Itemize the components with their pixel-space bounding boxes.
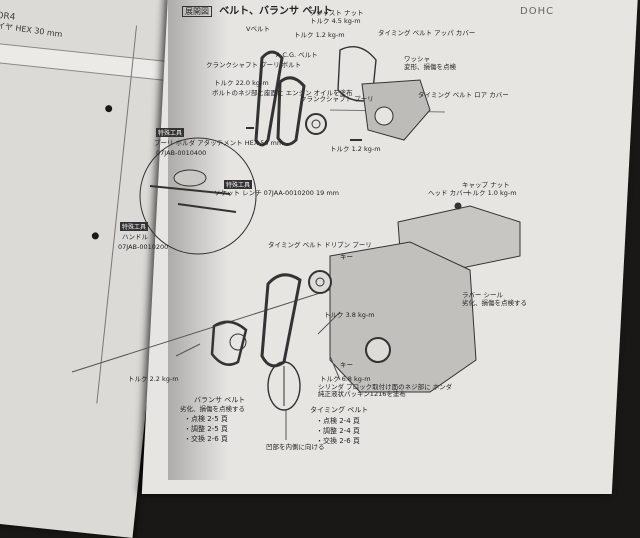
callout-torque-68: トルク 6.8 kg-m	[320, 375, 371, 383]
callout-adjust-nut: アジャスト ナット	[310, 9, 364, 17]
callout-balancer-sub: 劣化、損傷を点検する	[180, 405, 245, 413]
callout-rubber-seal: ラバー シール	[462, 291, 504, 299]
tool-tag: 特殊工具	[224, 180, 253, 189]
pulley-circle	[374, 106, 394, 126]
callout-cap-nut: キャップ ナット	[462, 181, 510, 189]
handle-tool	[149, 185, 231, 195]
callout-tool-code3: 07JAB-0010200	[118, 243, 169, 251]
callout-key: キー	[340, 253, 353, 261]
crank-pulley	[305, 113, 327, 135]
callout-adjust-torque: トルク 4.5 kg-m	[310, 17, 361, 25]
balancer-belt	[210, 320, 248, 366]
callout-torque-12a: トルク 1.2 kg-m	[294, 31, 345, 39]
callout-torque-12b: トルク 1.2 kg-m	[330, 145, 381, 153]
callout-tbelt-upper-cover: タイミング ベルト アッパ カバー	[378, 29, 476, 37]
v-belt	[254, 50, 284, 147]
driven-pulley-hub	[315, 277, 325, 287]
callout-washer: ワッシャ	[404, 55, 430, 63]
tool-tag: 特殊工具	[120, 222, 149, 231]
acg-belt	[276, 76, 306, 146]
tool-tag: 特殊工具	[156, 128, 185, 137]
crank-pulley-hub	[311, 119, 321, 129]
callout-block-note: シリンダ ブロック取付け面のネジ部に ホンダ純正液状パッキン1216を塗布	[318, 383, 453, 399]
engine-front-upper	[361, 79, 431, 141]
callout-bolt-oil: ボルトのネジ部と座面に エンジン オイルを塗布	[212, 89, 353, 97]
tool-detail-circle	[139, 137, 257, 255]
leader-line	[175, 343, 201, 357]
balancer-ref-list: ・点検 2-5 頁 ・調整 2-5 頁 ・交換 2-6 頁	[184, 414, 228, 444]
callout-face-note: 凹部を内側に向ける	[266, 443, 325, 451]
timing-driven-pulley	[308, 270, 332, 294]
page-gutter-shadow	[168, 0, 228, 480]
page-header: 展開図 ベルト、バランサ ベルト	[182, 2, 332, 17]
crank-washer	[267, 361, 301, 411]
callout-head-cover: ヘッド カバー	[428, 189, 470, 197]
timing-belt	[260, 273, 302, 368]
leader-line	[329, 355, 341, 381]
callout-tbelt: タイミング ベルト	[310, 406, 369, 414]
socket-wrench-tool	[177, 203, 237, 213]
page-title: ベルト、バランサ ベルト	[219, 6, 333, 17]
callout-acg-belt: A.C.G. ベルト	[276, 51, 318, 59]
callout-crank-torque: トルク 22.0 kg-m	[214, 79, 269, 87]
callout-torque-22: トルク 2.2 kg-m	[128, 375, 179, 383]
callout-torque-38: トルク 3.8 kg-m	[324, 311, 375, 319]
callout-key2: キー	[340, 361, 353, 369]
cap-nut	[454, 202, 462, 210]
list-item: ・点検 2-5 頁	[184, 415, 228, 423]
section-tag: 展開図	[182, 6, 212, 17]
list-item: ・交換 2-6 頁	[316, 437, 360, 446]
list-item: ・交換 2-6 頁	[184, 435, 228, 444]
callout-tbelt-drive-pulley: タイミング ベルト ドリブン プーリ	[268, 241, 372, 249]
list-item: ・調整 2-4 頁	[316, 427, 360, 436]
page-corner-text: DOHC	[520, 6, 555, 17]
list-item: ・点検 2-4 頁	[316, 417, 360, 425]
callout-crank-pulley: クランクシャフト プーリ	[300, 95, 374, 103]
callout-tbelt-lower-cover: タイミング ベルト ロア カバー	[418, 91, 509, 99]
callout-socket-wrench: ソケット レンチ 07JAA-0010200 19 mm	[214, 189, 339, 197]
callout-crank-pulley-bolt: クランクシャフト プーリ ボルト	[206, 61, 302, 69]
callout-v-belt: Vベルト	[246, 25, 270, 33]
callout-washer-sub: 変形、損傷を点検	[404, 63, 456, 71]
callout-handle: ハンドル	[122, 233, 148, 241]
crankshaft-sprocket	[365, 337, 391, 363]
pulley-holder-tool	[173, 169, 207, 187]
callout-tool-code1: 07JAB-0010400	[156, 149, 207, 157]
list-item: ・調整 2-5 頁	[184, 425, 228, 434]
leader-line	[317, 311, 341, 335]
balancer-pulley	[229, 333, 247, 351]
callout-cap-torque: トルク 1.0 kg-m	[466, 189, 517, 197]
callout-balancer-belt: バランサ ベルト	[194, 396, 246, 404]
exploded-diagram	[71, 46, 521, 440]
callout-rubber-seal-sub: 劣化、損傷を点検する	[462, 299, 527, 307]
timing-ref-list: ・点検 2-4 頁 ・調整 2-4 頁 ・交換 2-6 頁	[316, 416, 360, 446]
callout-pulley-holder: プーリ ホルダ アタッチメント HEX 50 mm	[154, 139, 284, 147]
